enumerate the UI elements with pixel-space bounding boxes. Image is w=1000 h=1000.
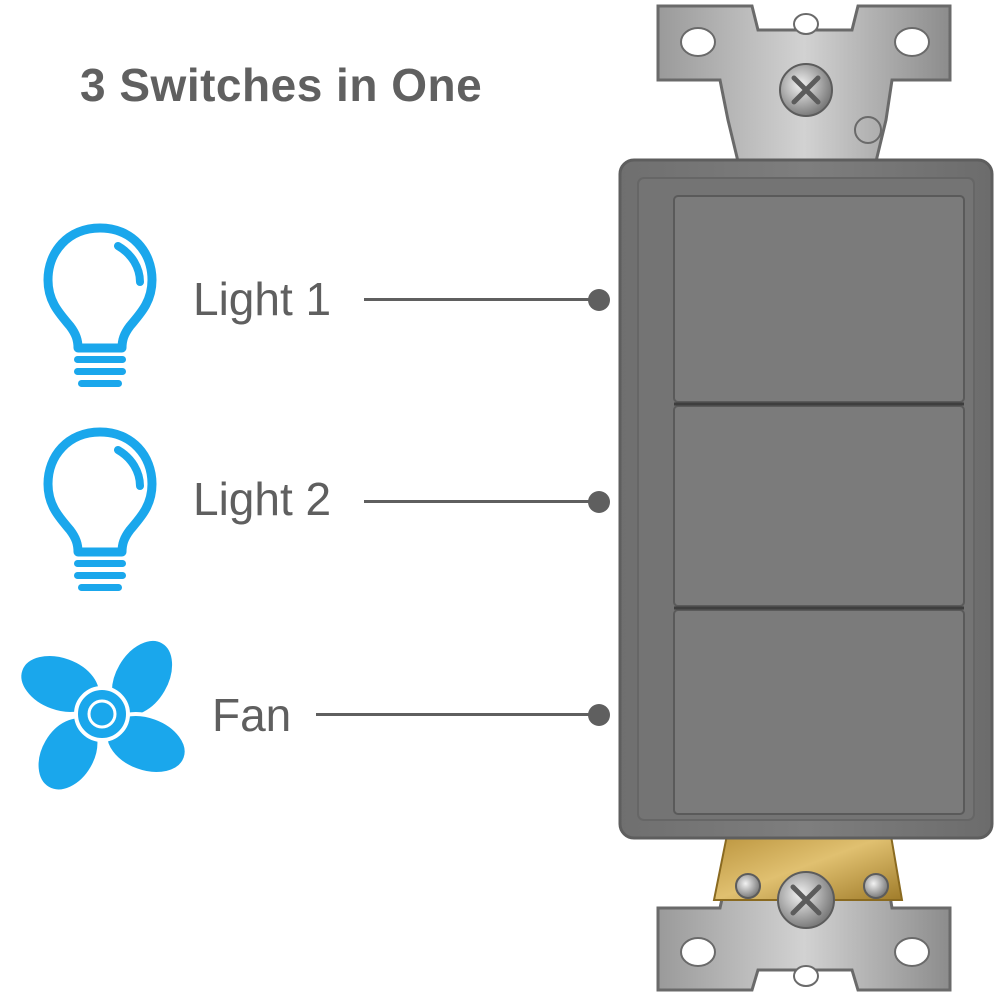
label-fan: Fan	[212, 689, 292, 741]
triple-switch-device	[618, 4, 994, 992]
leader-dot	[588, 289, 610, 311]
label-light-1: Light 1	[193, 273, 332, 325]
rocker-switch-light-1	[673, 195, 965, 403]
fan-icon	[17, 637, 189, 794]
bottom-mounting-strap	[656, 824, 952, 992]
rocker-switch-fan	[673, 609, 965, 815]
headline: 3 Switches in One	[80, 59, 483, 111]
rocker-switch-light-2	[673, 405, 965, 607]
leader-dot	[588, 491, 610, 513]
light-bulb-icon	[43, 223, 157, 387]
leader-dot	[588, 704, 610, 726]
light-bulb-icon	[43, 427, 157, 591]
top-mounting-strap	[656, 4, 952, 180]
leader-line	[364, 500, 600, 503]
leader-line	[316, 713, 600, 716]
leader-line	[364, 298, 600, 301]
label-light-2: Light 2	[193, 473, 332, 525]
